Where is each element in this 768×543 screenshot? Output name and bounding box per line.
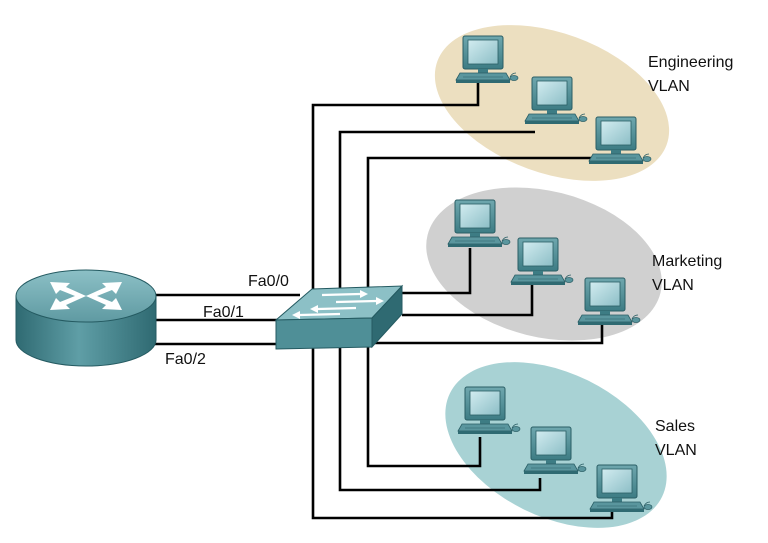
cable-mkt-pc1: [402, 248, 472, 295]
cable-eng-pc2: [338, 130, 535, 300]
cable-eng-pc1: [311, 82, 480, 300]
cable-mkt-pc2: [402, 285, 534, 317]
cable-mkt-pc3: [362, 325, 604, 345]
cable-sales-pc3: [311, 340, 614, 520]
sales-vlan-label: Sales VLAN: [655, 418, 699, 459]
interface-fa0-1-label: Fa0/1: [203, 304, 244, 321]
interface-fa0-2-label: Fa0/2: [165, 351, 206, 368]
cable-sales-pc2: [338, 340, 542, 492]
switch-arrows-icon: [292, 290, 384, 319]
router-arrows-icon: [50, 282, 122, 310]
engineering-vlan-label: Engineering VLAN: [648, 54, 738, 95]
interface-fa0-0-label: Fa0/0: [248, 273, 289, 290]
cable-sales-pc1: [366, 340, 482, 468]
switch: [274, 284, 404, 350]
cable-eng-pc3: [366, 156, 595, 300]
router-to-switch-links: [152, 293, 300, 346]
router: [15, 269, 157, 367]
marketing-vlan-label: Marketing VLAN: [652, 253, 727, 294]
switch-to-pc-cables: [311, 82, 614, 520]
